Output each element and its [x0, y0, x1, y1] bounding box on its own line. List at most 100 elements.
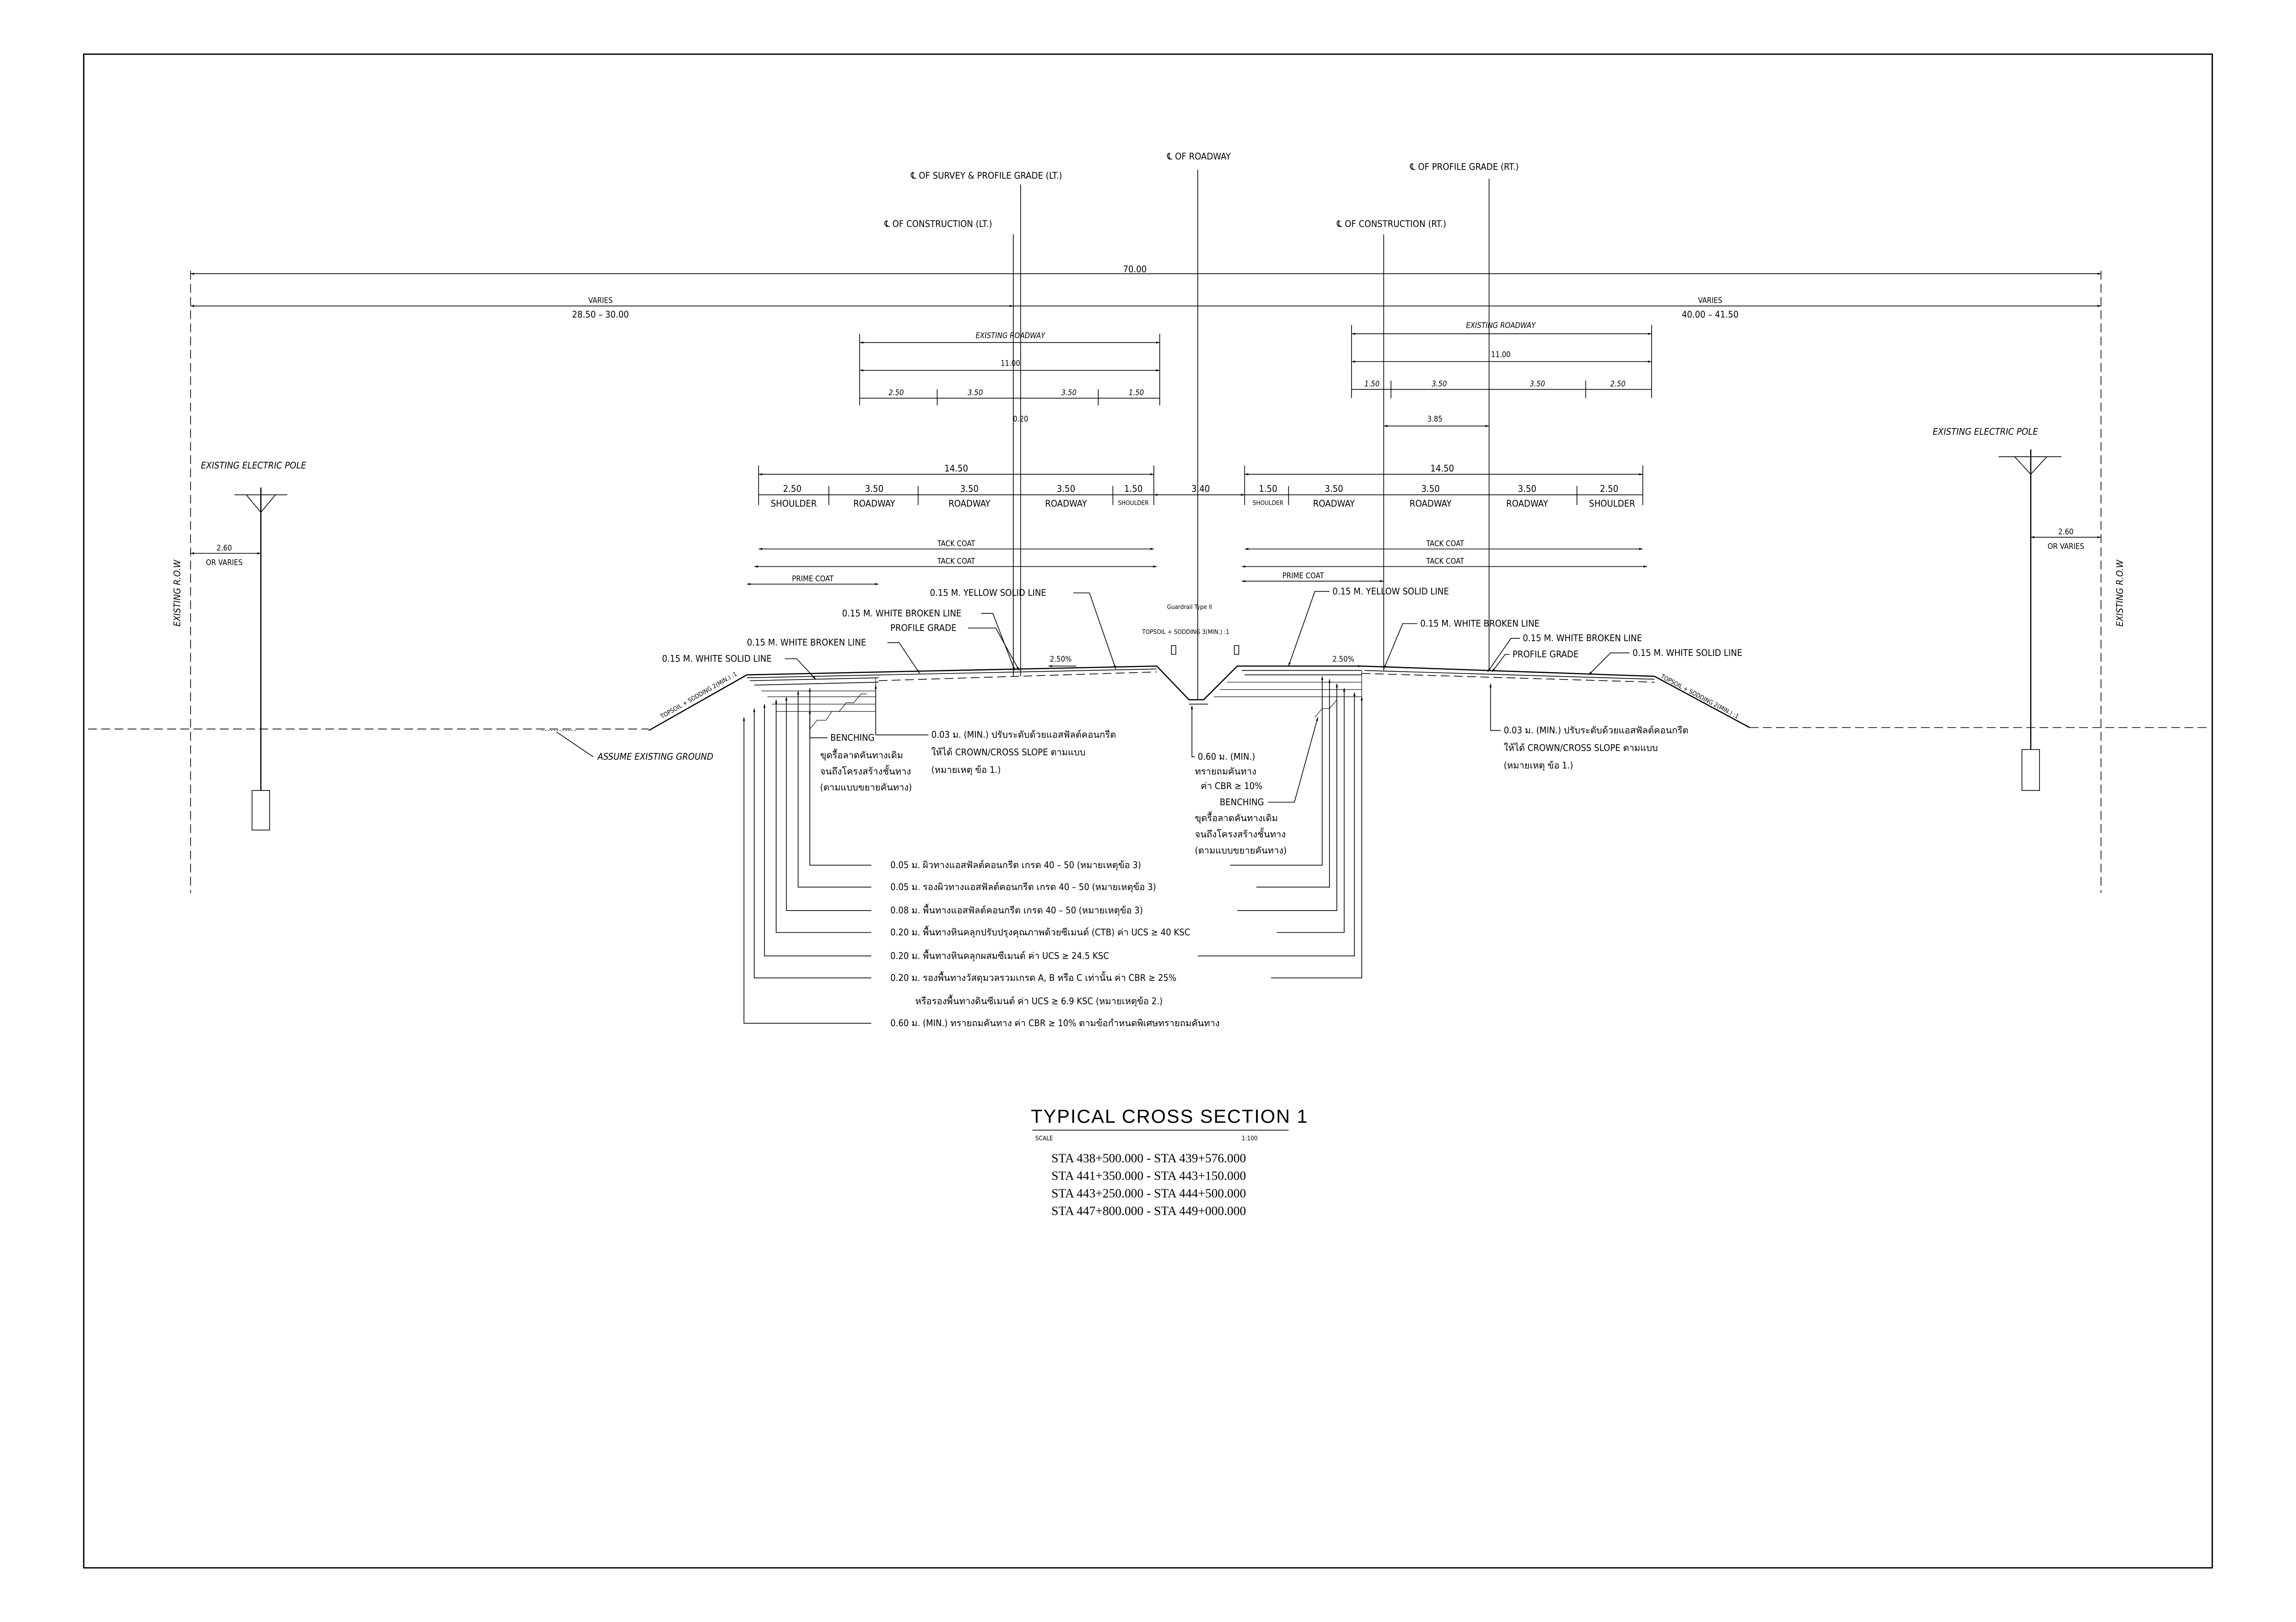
- svg-text:SHOULDER: SHOULDER: [1253, 500, 1284, 507]
- svg-text:EXISTING ROADWAY: EXISTING ROADWAY: [1466, 321, 1537, 330]
- existing-roadway-lt: EXISTING ROADWAY 11.00 2.50 3.50 3.50 1.…: [859, 331, 1160, 423]
- cl-roadway-label: ℄ OF ROADWAY: [1167, 151, 1231, 162]
- svg-text:VARIES: VARIES: [1698, 296, 1722, 305]
- section-title: TYPICAL CROSS SECTION 1: [1031, 1106, 1308, 1127]
- svg-text:PROFILE GRADE: PROFILE GRADE: [1512, 649, 1579, 660]
- coat-dimensions: TACK COAT TACK COAT PRIME COAT TACK COAT…: [747, 539, 1647, 585]
- svg-text:ให้ได้ CROWN/CROSS SLOPE ตามแบ: ให้ได้ CROWN/CROSS SLOPE ตามแบบ: [1504, 742, 1658, 753]
- svg-text:3.50: 3.50: [1530, 379, 1545, 388]
- row-label-left: EXISTING R.O.W: [171, 559, 183, 627]
- svg-text:ROADWAY: ROADWAY: [1045, 498, 1088, 509]
- proposed-rt-dimensions: 14.50 1.50 3.50 3.50 3.50 2.50 SHOULDER …: [1244, 463, 1643, 509]
- svg-text:0.03 ม. (MIN.) ปรับระดับด้วยแอ: 0.03 ม. (MIN.) ปรับระดับด้วยแอสฟัลต์คอนก…: [931, 729, 1116, 740]
- guardrail-icon: [1171, 645, 1239, 655]
- svg-text:SCALE: SCALE: [1035, 1135, 1053, 1142]
- svg-text:Guardrail Type II: Guardrail Type II: [1167, 604, 1212, 611]
- svg-text:EXISTING ELECTRIC POLE: EXISTING ELECTRIC POLE: [201, 459, 306, 471]
- pavement-layer-list: 0.05 ม. ผิวทางแอสฟัลต์คอนกรีต เกรด 40 – …: [743, 676, 1363, 1028]
- svg-text:PROFILE GRADE: PROFILE GRADE: [890, 622, 956, 633]
- svg-text:3.50: 3.50: [1432, 379, 1447, 388]
- svg-text:0.15 M. YELLOW SOLID LINE: 0.15 M. YELLOW SOLID LINE: [930, 587, 1047, 598]
- station-range: STA 441+350.000 - STA 443+150.000: [1051, 1169, 1246, 1183]
- cl-survey-lt-label: ℄ OF SURVEY & PROFILE GRADE (LT.): [910, 170, 1062, 181]
- svg-text:11.00: 11.00: [1491, 350, 1511, 359]
- svg-text:จนถึงโครงสร้างชั้นทาง: จนถึงโครงสร้างชั้นทาง: [1195, 828, 1286, 840]
- svg-text:ขุดรื้อลาดคันทางเดิม: ขุดรื้อลาดคันทางเดิม: [1195, 812, 1278, 824]
- svg-text:0.20: 0.20: [1013, 415, 1028, 423]
- svg-text:1.50: 1.50: [1124, 483, 1143, 494]
- svg-text:จนถึงโครงสร้างชั้นทาง: จนถึงโครงสร้างชั้นทาง: [820, 765, 911, 777]
- station-range: STA 447+800.000 - STA 449+000.000: [1051, 1204, 1246, 1218]
- layer-leader-left: [797, 691, 871, 888]
- row-label-right: EXISTING R.O.W: [2114, 559, 2125, 627]
- cl-construction-rt-label: ℄ OF CONSTRUCTION (RT.): [1336, 218, 1446, 229]
- svg-text:VARIES: VARIES: [588, 296, 613, 305]
- svg-text:TACK COAT: TACK COAT: [1426, 557, 1464, 565]
- svg-text:ASSUME EXISTING GROUND: ASSUME EXISTING GROUND: [597, 751, 713, 762]
- svg-text:14.50: 14.50: [1430, 463, 1454, 474]
- proposed-lt-dimensions: 14.50 2.50 3.50 3.50 3.50 1.50 SHOULDER …: [758, 463, 1245, 509]
- svg-text:14.50: 14.50: [944, 463, 968, 474]
- svg-text:(หมายเหตุ ข้อ 1.): (หมายเหตุ ข้อ 1.): [931, 764, 1001, 776]
- svg-text:2.50: 2.50: [783, 483, 802, 494]
- svg-text:EXISTING ELECTRIC POLE: EXISTING ELECTRIC POLE: [1933, 426, 2039, 437]
- svg-text:2.60: 2.60: [2058, 527, 2074, 536]
- svg-text:TACK COAT: TACK COAT: [937, 557, 976, 565]
- svg-text:SHOULDER: SHOULDER: [1589, 498, 1635, 509]
- layer-leader-left: [785, 697, 871, 911]
- layer-leader-left: [743, 717, 871, 1024]
- svg-text:(ตามแบบขยายคันทาง): (ตามแบบขยายคันทาง): [820, 782, 912, 793]
- layer-leader-right: [1277, 688, 1346, 933]
- svg-text:(ตามแบบขยายคันทาง): (ตามแบบขยายคันทาง): [1195, 845, 1287, 856]
- existing-roadway-rt: EXISTING ROADWAY 11.00 1.50 3.50 3.50 2.…: [1351, 321, 1652, 427]
- station-range: STA 443+250.000 - STA 444+500.000: [1051, 1187, 1246, 1200]
- electric-pole-left: EXISTING ELECTRIC POLE 2.60 OR VARIES: [190, 459, 306, 831]
- svg-text:ขุดรื้อลาดคันทางเดิม: ขุดรื้อลาดคันทางเดิม: [820, 748, 903, 761]
- svg-text:ค่า CBR ≥ 10%: ค่า CBR ≥ 10%: [1201, 780, 1263, 791]
- layer-leader-left: [808, 688, 871, 866]
- section-title-block: TYPICAL CROSS SECTION 1 SCALE 1:100 STA …: [1031, 1106, 1308, 1218]
- svg-text:0.03 ม. (MIN.) ปรับระดับด้วยแอ: 0.03 ม. (MIN.) ปรับระดับด้วยแอสฟัลต์คอนก…: [1504, 725, 1689, 736]
- svg-text:0.15 M. WHITE SOLID LINE: 0.15 M. WHITE SOLID LINE: [1633, 647, 1742, 658]
- layer-label: หรือรองพื้นทางดินซีเมนต์ ค่า UCS ≥ 6.9 K…: [915, 995, 1163, 1007]
- svg-text:3.50: 3.50: [1061, 388, 1077, 397]
- svg-text:BENCHING: BENCHING: [1220, 796, 1264, 808]
- layer-label: 0.05 ม. ผิวทางแอสฟัลต์คอนกรีต เกรด 40 – …: [890, 859, 1141, 871]
- svg-text:OR VARIES: OR VARIES: [2048, 542, 2084, 551]
- layer-label: 0.20 ม. รองพื้นทางวัสดุมวลรวมเกรด A, B ห…: [890, 971, 1176, 984]
- cl-profile-rt-label: ℄ OF PROFILE GRADE (RT.): [1409, 161, 1518, 172]
- svg-text:0.15 M. WHITE BROKEN LINE: 0.15 M. WHITE BROKEN LINE: [1523, 632, 1642, 643]
- svg-text:0.15 M. WHITE BROKEN LINE: 0.15 M. WHITE BROKEN LINE: [842, 607, 961, 618]
- layer-label: 0.60 ม. (MIN.) ทรายถมคันทาง ค่า CBR ≥ 10…: [890, 1017, 1220, 1028]
- svg-text:1.50: 1.50: [1129, 388, 1144, 397]
- svg-text:ROADWAY: ROADWAY: [853, 498, 896, 509]
- svg-text:0.15 M. WHITE BROKEN LINE: 0.15 M. WHITE BROKEN LINE: [1420, 618, 1540, 629]
- layer-leader-right: [1230, 676, 1323, 866]
- svg-text:3.50: 3.50: [960, 483, 979, 494]
- layer-leader-left: [775, 699, 871, 933]
- electric-pole-right: EXISTING ELECTRIC POLE 2.60 OR VARIES: [1933, 426, 2101, 791]
- svg-text:2.50%: 2.50%: [1333, 655, 1354, 663]
- notes: BENCHING ขุดรื้อลาดคันทางเดิม จนถึงโครงส…: [808, 683, 1689, 856]
- layer-label: 0.08 ม. พื้นทางแอสฟัลต์คอนกรีต เกรด 40 –…: [890, 904, 1143, 916]
- svg-text:(หมายเหตุ ข้อ 1.): (หมายเหตุ ข้อ 1.): [1504, 760, 1573, 771]
- svg-text:2.50: 2.50: [888, 388, 904, 397]
- svg-text:3.50: 3.50: [1057, 483, 1075, 494]
- layer-label: 0.20 ม. พื้นทางหินคลุกปรับปรุงคุณภาพด้วย…: [890, 926, 1190, 938]
- svg-text:ROADWAY: ROADWAY: [1506, 498, 1549, 509]
- svg-text:PRIME COAT: PRIME COAT: [1282, 571, 1324, 580]
- svg-text:0.15 M. YELLOW SOLID LINE: 0.15 M. YELLOW SOLID LINE: [1333, 586, 1449, 597]
- layer-leader-right: [1198, 692, 1356, 956]
- layer-label: 0.20 ม. พื้นทางหินคลุกผสมซีเมนต์ ค่า UCS…: [890, 949, 1109, 961]
- svg-text:3.50: 3.50: [1325, 483, 1343, 494]
- svg-text:0.15 M. WHITE BROKEN LINE: 0.15 M. WHITE BROKEN LINE: [747, 637, 866, 648]
- marking-callouts: 0.15 M. YELLOW SOLID LINE 0.15 M. WHITE …: [662, 586, 1742, 680]
- cl-construction-lt-label: ℄ OF CONSTRUCTION (LT.): [884, 218, 992, 229]
- svg-text:3.50: 3.50: [1518, 483, 1537, 494]
- svg-text:3.50: 3.50: [865, 483, 883, 494]
- layer-leader-right: [1256, 679, 1331, 888]
- layer-leader-right: [1271, 697, 1363, 979]
- svg-text:ROADWAY: ROADWAY: [1409, 498, 1452, 509]
- svg-text:2.50: 2.50: [1610, 379, 1626, 388]
- svg-text:ROADWAY: ROADWAY: [949, 498, 991, 509]
